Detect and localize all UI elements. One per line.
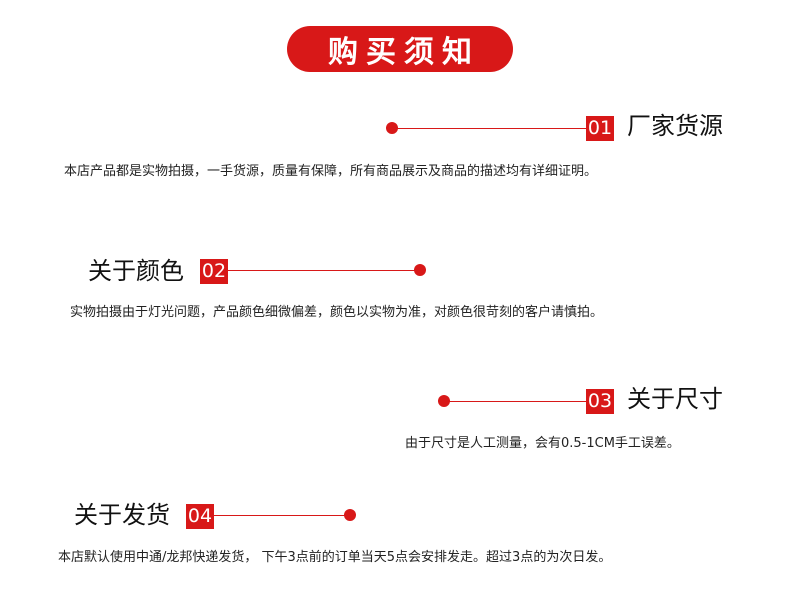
divider-line bbox=[392, 128, 586, 129]
section-heading: 关于尺寸 bbox=[627, 385, 723, 413]
divider-line bbox=[228, 270, 420, 271]
section-description: 由于尺寸是人工测量，会有0.5-1CM手工误差。 bbox=[405, 436, 680, 451]
bullet-dot bbox=[344, 509, 356, 521]
section-description: 本店默认使用中通/龙邦快递发货， 下午3点前的订单当天5点会安排发走。超过3点的… bbox=[58, 550, 612, 565]
section-heading: 关于发货 bbox=[74, 501, 170, 529]
page-title: 购买须知 bbox=[287, 26, 513, 72]
section-number: 04 bbox=[186, 504, 214, 529]
section-number: 02 bbox=[200, 259, 228, 284]
section-heading: 关于颜色 bbox=[88, 257, 184, 285]
divider-line bbox=[444, 401, 586, 402]
section-heading: 厂家货源 bbox=[627, 112, 723, 140]
section-description: 本店产品都是实物拍摄，一手货源，质量有保障，所有商品展示及商品的描述均有详细证明… bbox=[64, 164, 598, 179]
section-number: 03 bbox=[586, 389, 614, 414]
section-description: 实物拍摄由于灯光问题，产品颜色细微偏差，颜色以实物为准，对颜色很苛刻的客户请慎拍… bbox=[70, 305, 604, 320]
section-number: 01 bbox=[586, 116, 614, 141]
divider-line bbox=[214, 515, 350, 516]
bullet-dot bbox=[414, 264, 426, 276]
